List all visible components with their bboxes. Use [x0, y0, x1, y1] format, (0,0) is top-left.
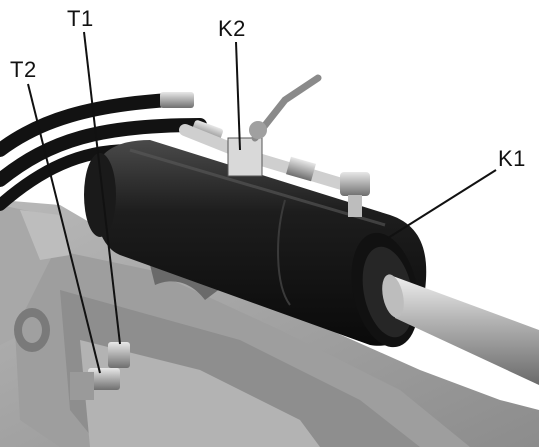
machine-frame [0, 200, 539, 447]
label-t1: T1 [67, 6, 94, 31]
callout-leaders [27, 31, 497, 374]
label-k1: K1 [498, 146, 526, 171]
test-fittings [70, 342, 130, 400]
leader-t1 [83, 31, 121, 345]
leader-t2 [27, 83, 101, 374]
piston-rod [382, 274, 539, 385]
label-k2: K2 [218, 16, 246, 41]
valve-assembly [179, 74, 370, 217]
leader-k1 [387, 169, 497, 239]
label-t2: T2 [10, 57, 37, 82]
leader-k2 [235, 41, 241, 151]
